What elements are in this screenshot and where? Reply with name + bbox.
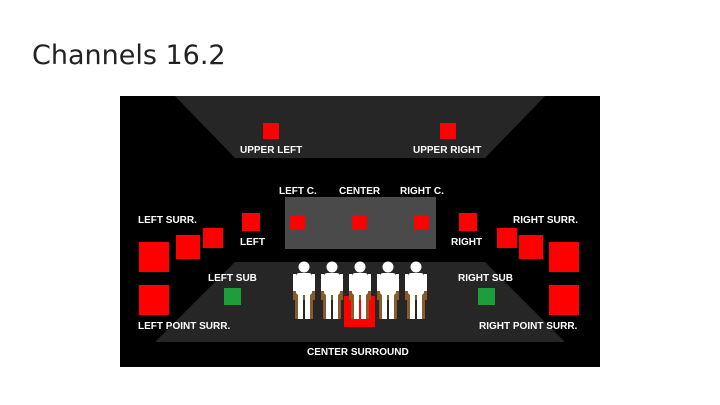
right-sub-speaker [478,288,495,305]
person-icon [377,261,399,319]
right-point-surround-label: RIGHT POINT SURR. [479,321,578,332]
right-center-speaker [414,215,429,230]
right-sub-label: RIGHT SUB [458,273,513,284]
upper-right-label: UPPER RIGHT [413,145,482,156]
right-label: RIGHT [451,237,483,248]
left-point-surround-label: LEFT POINT SURR. [138,321,231,332]
left-center-label: LEFT C. [279,186,317,197]
person-icon [293,261,315,319]
left-label: LEFT [240,237,265,248]
right-center-label: RIGHT C. [400,186,444,197]
center-surround-speaker [344,296,375,327]
right-surround-label: RIGHT SURR. [513,215,578,226]
left-surround-speaker-3 [203,228,223,248]
left-surround-speaker-2 [176,235,200,259]
right-speaker [459,213,477,231]
center-speaker [352,215,367,230]
left-speaker [242,213,260,231]
center-label: CENTER [339,186,381,197]
right-surround-speaker-3 [497,228,517,248]
upper-right-speaker [440,123,456,139]
slide-title: Channels 16.2 [32,40,226,71]
right-surround-speaker-2 [519,235,543,259]
left-point-surround-speaker [139,285,169,315]
left-surround-speaker-1 [139,242,169,272]
upper-left-label: UPPER LEFT [240,145,303,156]
speaker-layout-diagram: UPPER LEFT UPPER RIGHT LEFT C. CENTER RI… [120,96,600,367]
left-sub-label: LEFT SUB [208,273,257,284]
upper-left-speaker [263,123,279,139]
center-surround-label: CENTER SURROUND [307,347,409,358]
right-point-surround-speaker [549,285,579,315]
person-icon [405,261,427,319]
right-surround-speaker-1 [549,242,579,272]
left-center-speaker [290,215,305,230]
person-icon [349,261,371,319]
left-sub-speaker [224,288,241,305]
left-surround-label: LEFT SURR. [138,215,197,226]
person-icon [321,261,343,319]
